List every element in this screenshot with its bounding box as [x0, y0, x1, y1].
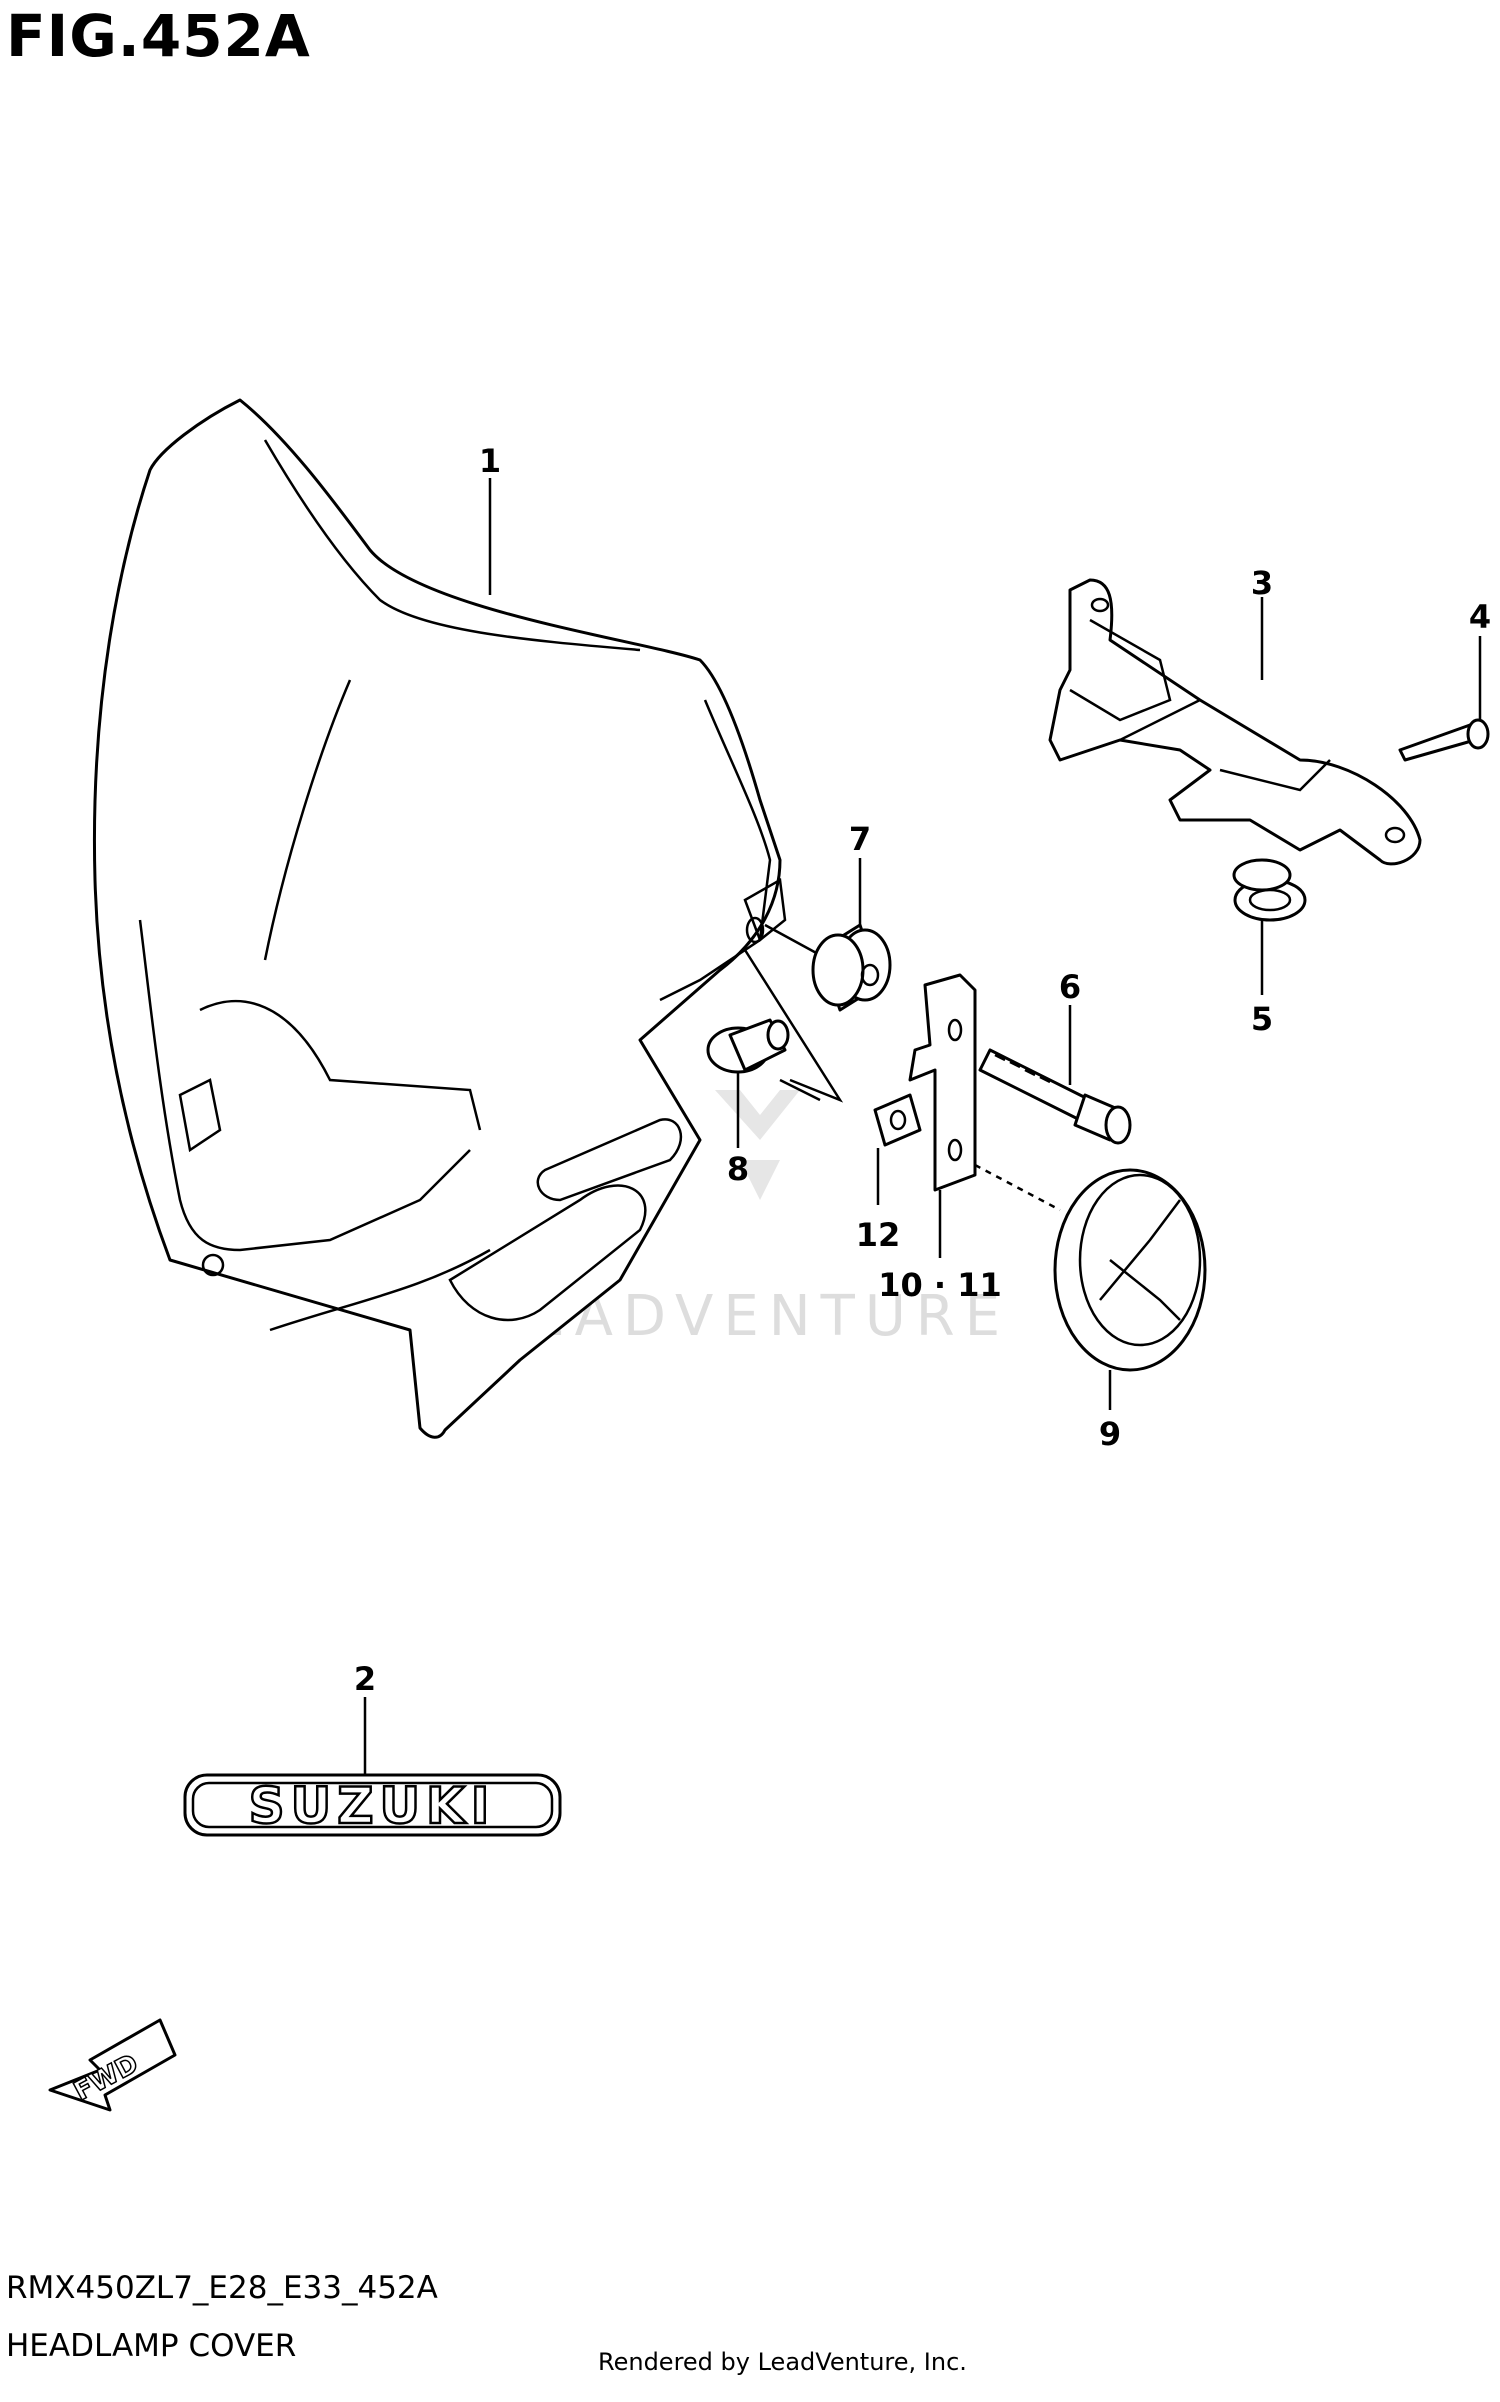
callout-numbers: 1 2 3 4 5 6 7 8 9 10 · 11 12	[354, 442, 1491, 1698]
diagram-code: RMX450ZL7_E28_E33_452A	[6, 2270, 438, 2306]
callout-7: 7	[849, 820, 871, 858]
callout-2: 2	[354, 1660, 376, 1698]
diagram-caption: HEADLAMP COVER	[6, 2328, 297, 2364]
forward-direction-icon: FWD	[48, 2018, 177, 2112]
leader-lines	[363, 478, 1482, 1775]
callout-1: 1	[479, 442, 501, 480]
bolt-part	[978, 1048, 1132, 1145]
rendered-by-credit: Rendered by LeadVenture, Inc.	[598, 2348, 967, 2376]
screw-part	[1398, 718, 1490, 762]
callout-6: 6	[1059, 968, 1081, 1006]
callout-10-11: 10 · 11	[878, 1266, 1002, 1304]
cap-dashed-line	[974, 1163, 1061, 1212]
emblem-text: SUZUKI	[249, 1777, 496, 1835]
fig-title: FIG.452A	[6, 2, 311, 70]
callout-5: 5	[1251, 1000, 1273, 1038]
cushion-part	[811, 923, 892, 1012]
mounting-plate-part	[908, 973, 977, 1192]
cap-part	[1053, 1168, 1207, 1372]
callout-3: 3	[1251, 564, 1273, 602]
callout-4: 4	[1469, 598, 1491, 636]
collar-part	[706, 1018, 790, 1074]
callout-8: 8	[727, 1150, 749, 1188]
suzuki-emblem-part: SUZUKI	[183, 1773, 562, 1837]
callout-12: 12	[856, 1216, 901, 1254]
callout-9: 9	[1099, 1415, 1121, 1453]
nut-part	[873, 1093, 922, 1147]
grommet-part	[1232, 858, 1307, 922]
bracket-part	[1048, 578, 1422, 866]
headlamp-cover-part	[92, 398, 844, 1439]
